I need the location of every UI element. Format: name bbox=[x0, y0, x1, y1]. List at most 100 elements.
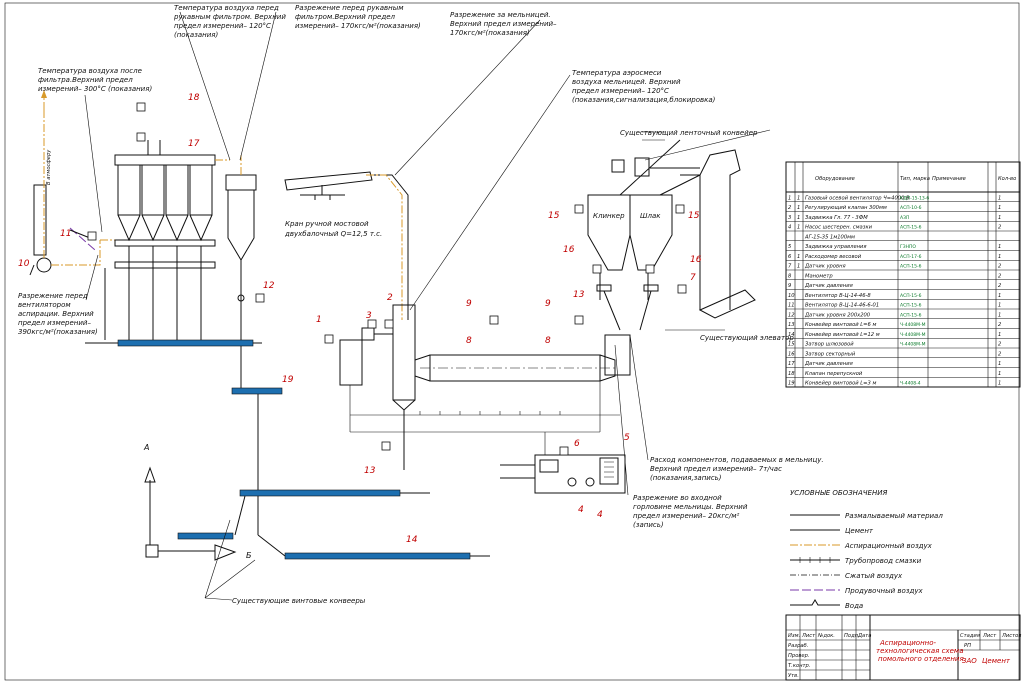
spec-cell: Ч-4408-4 bbox=[900, 381, 921, 387]
svg-text:Верхний предел измерений– 7т/ч: Верхний предел измерений– 7т/час bbox=[650, 465, 782, 473]
spec-cell: АГ-15-35 1м100мм bbox=[804, 234, 855, 240]
tag-7: 7 bbox=[690, 273, 696, 283]
tag-10: 10 bbox=[18, 259, 30, 269]
org-name: Цемент bbox=[982, 657, 1011, 665]
spec-cell: Расходомер весовой bbox=[805, 254, 862, 260]
spec-cell: 1 bbox=[998, 371, 1001, 377]
spec-cell: Ч-4408М-М bbox=[900, 332, 926, 338]
spec-cell: 1 bbox=[797, 215, 800, 221]
legend-title: УСЛОВНЫЕ ОБОЗНАЧЕНИЯ bbox=[790, 489, 887, 497]
spec-cell: 13 bbox=[788, 322, 795, 328]
spec-cell: 1 bbox=[998, 215, 1001, 221]
tag-11: 11 bbox=[60, 229, 71, 239]
clinker-slag-bins: Клинкер Шлак bbox=[587, 194, 673, 331]
tag-4b: 4 bbox=[597, 510, 603, 520]
note-crane: Кран ручной мостовой двухбалочный Q=12,5… bbox=[284, 220, 382, 238]
spec-cell: 1 bbox=[797, 264, 800, 270]
spec-cell: Датчик давления bbox=[804, 361, 853, 367]
tag-3: 3 bbox=[366, 311, 372, 321]
note-rarefaction-before-filter: Разрежение перед рукавным фильтром.Верхн… bbox=[295, 4, 421, 30]
spec-cell: 2 bbox=[998, 342, 1001, 348]
spec-header-equipment: Оборудование bbox=[815, 176, 855, 182]
svg-text:Т.контр.: Т.контр. bbox=[788, 663, 810, 669]
crane bbox=[284, 171, 373, 200]
note-existing-elevator: Существующий элеватор bbox=[700, 334, 794, 342]
tag-1: 1 bbox=[316, 315, 322, 325]
svg-text:Лист: Лист bbox=[801, 633, 816, 639]
note-component-flow: Расход компонентов, подаваемых в мельниц… bbox=[650, 456, 824, 482]
spec-cell: Задвижка Гл. 77 - 3ФМ bbox=[805, 215, 868, 221]
spec-cell: АЗП bbox=[900, 215, 909, 221]
svg-text:Температура воздуха после: Температура воздуха после bbox=[38, 67, 142, 75]
svg-text:вентилятором: вентилятором bbox=[18, 301, 71, 309]
spec-cell: 1 bbox=[998, 195, 1001, 201]
note-rarefaction-behind-mill: Разрежение за мельницей. Верхний предел … bbox=[450, 11, 557, 37]
spec-cell: АСП-15-6 bbox=[900, 303, 922, 309]
legend-item: Цемент bbox=[845, 527, 874, 535]
spec-cell: 1 bbox=[998, 332, 1001, 338]
tag-13b: 13 bbox=[364, 466, 376, 476]
svg-text:Разрежение во входной: Разрежение во входной bbox=[633, 494, 722, 502]
spec-cell: 5 bbox=[788, 244, 792, 250]
spec-cell: Затвор секторный bbox=[805, 351, 856, 357]
spec-cell: 1 bbox=[797, 205, 800, 211]
spec-header-qty: Кол-во bbox=[998, 176, 1016, 182]
instrument-tags bbox=[87, 102, 687, 456]
spec-cell: Конвейер винтовой L=12 м bbox=[805, 332, 880, 338]
spec-cell: 2 bbox=[998, 322, 1001, 328]
tag-13a: 13 bbox=[573, 290, 585, 300]
tag-17: 17 bbox=[188, 139, 200, 149]
spec-cell: 10 bbox=[788, 293, 795, 299]
svg-text:Разрежение за мельницей.: Разрежение за мельницей. bbox=[450, 11, 551, 19]
tag-18: 18 bbox=[188, 93, 200, 103]
screw-conveyor-filter bbox=[85, 339, 262, 388]
note-temp-before-filter: Температура воздуха перед рукавным фильт… bbox=[173, 4, 286, 39]
note-existing-screw-conveyors: Существующие винтовые конвееры bbox=[232, 597, 366, 605]
spec-header-note: Примечание bbox=[932, 176, 966, 182]
svg-text:170кгс/м²(показания): 170кгс/м²(показания) bbox=[450, 29, 530, 37]
spec-cell: Вентилятор В-Ц-14-46-8 bbox=[805, 293, 871, 299]
lubrication-lines bbox=[349, 380, 620, 455]
spec-cell: 8 bbox=[788, 273, 792, 279]
tag-19: 19 bbox=[282, 375, 294, 385]
tag-9a: 9 bbox=[466, 299, 472, 309]
legend-item: Аспирационный воздух bbox=[844, 542, 933, 550]
svg-text:измерений– 300°С (показания): измерений– 300°С (показания) bbox=[38, 85, 152, 93]
spec-cell: АСП-15-6 bbox=[900, 293, 922, 299]
svg-text:двухбалочный Q=12,5 т.с.: двухбалочный Q=12,5 т.с. bbox=[284, 230, 382, 238]
aspiration-fan-unit: В атмосферу bbox=[29, 90, 118, 276]
spec-cell: Ч-4408М-М bbox=[900, 342, 926, 348]
slag-label: Шлак bbox=[640, 212, 661, 220]
tag-12: 12 bbox=[263, 281, 275, 291]
legend-item: Сжатый воздух bbox=[845, 572, 903, 580]
spec-cell: Манометр bbox=[805, 273, 833, 279]
spec-header-type: Тип, марка bbox=[900, 176, 930, 182]
svg-text:№док.: №док. bbox=[817, 633, 835, 639]
sheet-border bbox=[4, 2, 1020, 681]
spec-cell: 7 bbox=[788, 264, 792, 270]
spec-cell: АСП-15-6 bbox=[900, 225, 922, 231]
spec-cell: 2 bbox=[998, 264, 1001, 270]
tag-16b: 16 bbox=[690, 255, 702, 265]
spec-cell: Конвейер винтовой L=6 м bbox=[805, 322, 876, 328]
spec-cell: 2 bbox=[998, 283, 1001, 289]
svg-text:воздуха мельницей. Верхний: воздуха мельницей. Верхний bbox=[572, 78, 681, 86]
legend-item: Размалываемый материал bbox=[845, 512, 943, 520]
svg-text:(показания,запись): (показания,запись) bbox=[650, 474, 722, 482]
spec-cell: 6 bbox=[788, 254, 792, 260]
separator bbox=[339, 304, 416, 470]
spec-cell: 19 bbox=[788, 381, 795, 387]
arrow-b-label: Б bbox=[246, 551, 252, 560]
svg-text:Утв.: Утв. bbox=[788, 673, 799, 679]
bag-filter bbox=[104, 140, 230, 340]
note-rarefaction-mill-head: Разрежение во входной горловине мельницы… bbox=[633, 494, 748, 529]
spec-cell: 1 bbox=[998, 293, 1001, 299]
title-line: Аспирационно- bbox=[879, 639, 937, 647]
org-name: ЗАО bbox=[962, 657, 977, 665]
spec-cell: ГЗНПО bbox=[900, 244, 916, 250]
spec-cell: 1 bbox=[998, 303, 1001, 309]
svg-text:(показания): (показания) bbox=[174, 31, 218, 39]
svg-text:Кран ручной мостовой: Кран ручной мостовой bbox=[285, 220, 369, 228]
spec-cell: 2 bbox=[788, 205, 791, 211]
